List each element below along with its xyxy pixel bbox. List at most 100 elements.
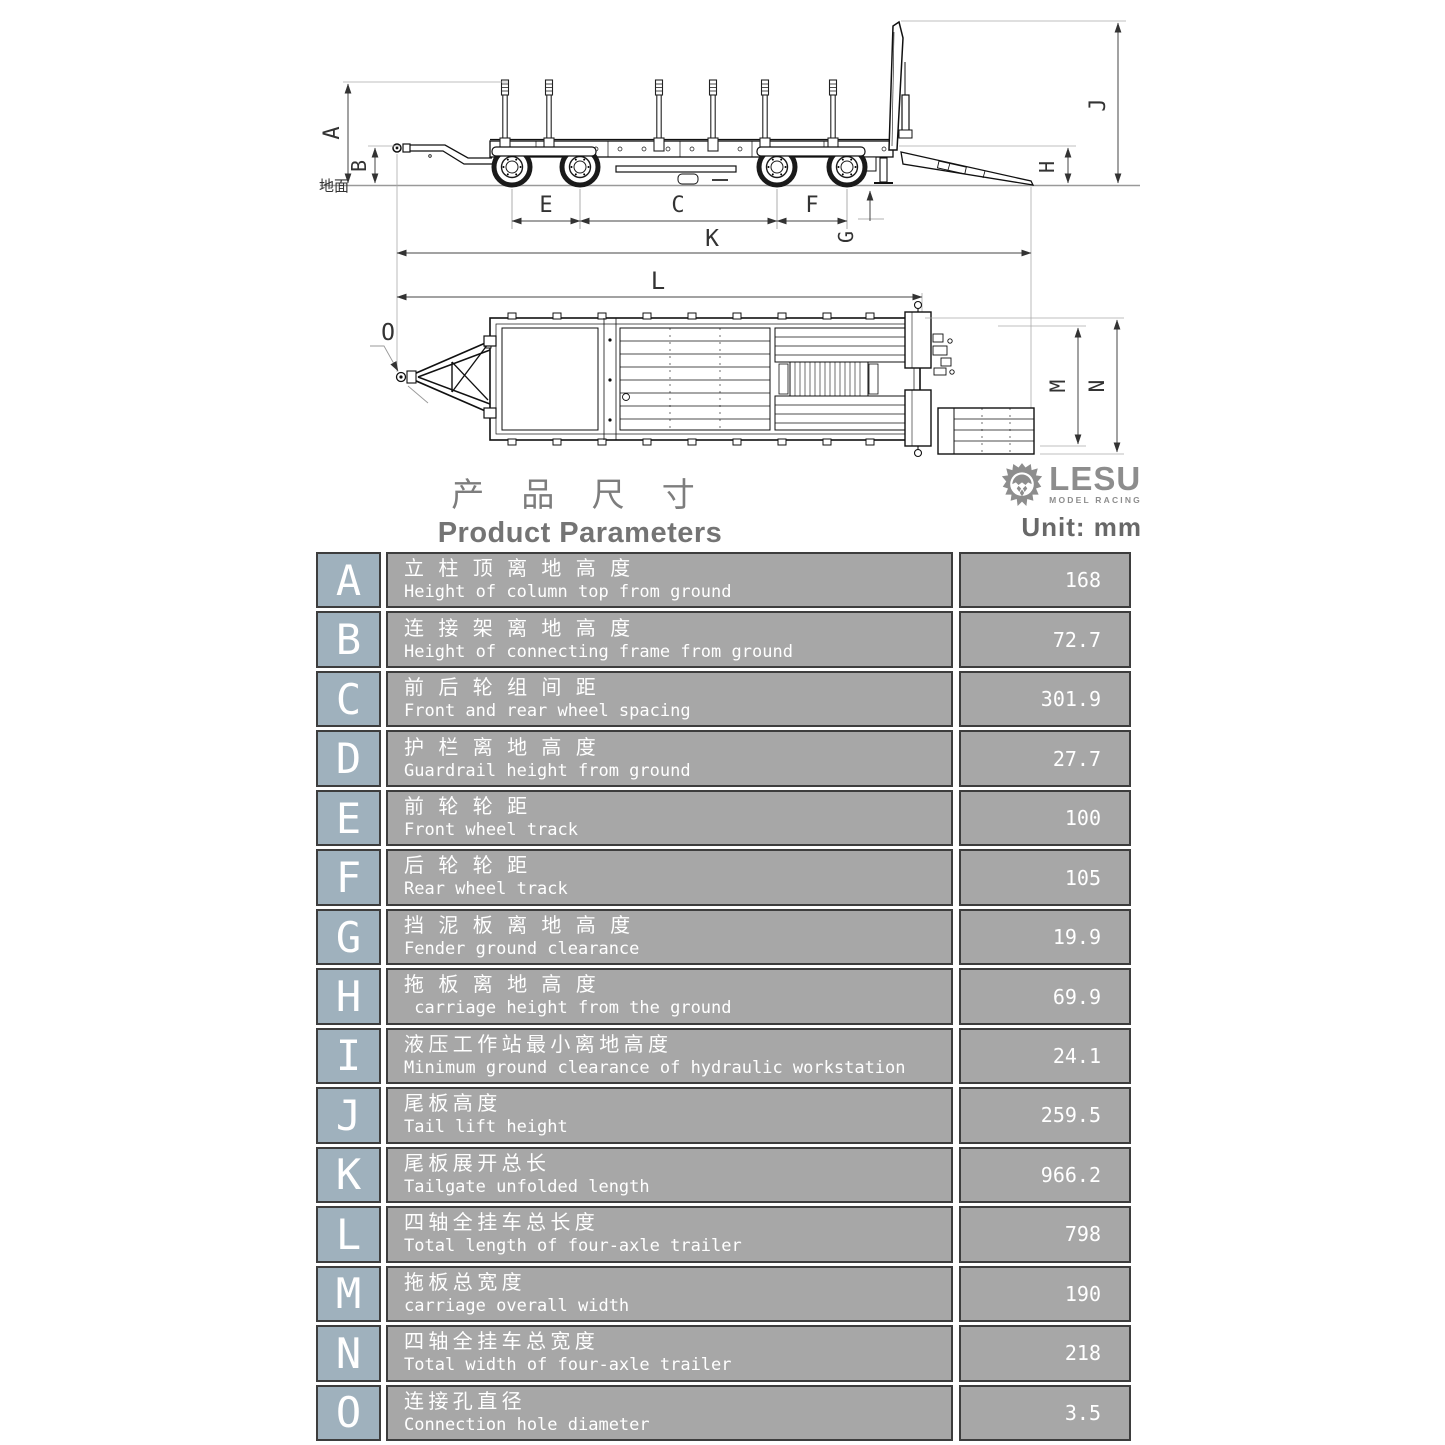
row-value: 798 xyxy=(959,1206,1131,1263)
row-label-chinese: 尾板高度 xyxy=(404,1093,502,1116)
row-key-letter: N xyxy=(316,1325,381,1382)
row-label-chinese: 前 后 轮 组 间 距 xyxy=(404,677,601,700)
dim-label-c: C xyxy=(671,193,684,218)
row-key-letter: B xyxy=(316,611,381,668)
drawbar xyxy=(392,143,492,165)
dim-B: B xyxy=(347,145,400,184)
row-label-chinese: 液压工作站最小离地高度 xyxy=(404,1033,673,1056)
row-key-letter: I xyxy=(316,1027,381,1085)
row-key-letter: H xyxy=(316,968,381,1025)
row-label-chinese: 后 轮 轮 距 xyxy=(404,855,532,878)
dim-A: A xyxy=(320,81,508,184)
row-label-chinese: 四轴全挂车总宽度 xyxy=(404,1331,600,1354)
dim-label-m: M xyxy=(1046,380,1070,393)
row-label-chinese: 拖 板 离 地 高 度 xyxy=(404,974,601,997)
tail-lift xyxy=(888,20,913,151)
row-label-chinese: 挡 泥 板 离 地 高 度 xyxy=(404,914,635,937)
dim-label-f: F xyxy=(805,193,818,218)
dim-extension-lines xyxy=(511,189,884,229)
row-label-english: Total length of four-axle trailer xyxy=(404,1236,742,1257)
row-label-english: Height of column top from ground xyxy=(404,582,732,603)
dim-O: O xyxy=(370,320,429,404)
row-label-english: carriage overall width xyxy=(404,1295,630,1316)
dim-ECF: E C F xyxy=(511,193,848,225)
row-key-letter: C xyxy=(316,670,381,728)
side-view-drawing: 地面 xyxy=(319,20,1140,410)
deck-divider xyxy=(603,318,617,440)
sheet-title: 产 品 尺 寸 Product Parameters xyxy=(400,468,760,550)
row-label-english: Total width of four-axle trailer xyxy=(404,1355,732,1376)
dim-label-e: E xyxy=(539,193,552,218)
row-key-letter: F xyxy=(316,849,381,906)
dim-G: G xyxy=(834,190,874,243)
row-value: 3.5 xyxy=(959,1384,1131,1442)
hydraulic-workstation xyxy=(778,361,879,397)
row-value: 105 xyxy=(959,849,1131,906)
dim-label-a: A xyxy=(320,126,345,139)
dim-label-g: G xyxy=(834,231,858,243)
row-label-chinese: 立 柱 顶 离 地 高 度 xyxy=(404,558,635,581)
row-label-english: Front and rear wheel spacing xyxy=(404,701,691,722)
front-deck-box xyxy=(501,327,599,431)
folded-ramp xyxy=(937,407,1035,455)
row-label-chinese: 连接孔直径 xyxy=(404,1390,526,1413)
unit-label: Unit: mm xyxy=(1021,512,1142,542)
dim-label-j: J xyxy=(1086,98,1111,111)
dim-label-k: K xyxy=(705,226,719,252)
row-label-english: Connection hole diameter xyxy=(404,1414,650,1435)
row-key-letter: K xyxy=(316,1146,381,1204)
rear-fender xyxy=(756,146,866,157)
dim-J: J xyxy=(901,20,1126,184)
row-description: 拖 板 离 地 高 度 carriage height from the gro… xyxy=(386,968,953,1025)
ground-label: 地面 xyxy=(319,178,349,195)
row-value: 259.5 xyxy=(959,1087,1131,1144)
row-label-chinese: 拖板总宽度 xyxy=(404,1271,526,1294)
row-label-chinese: 连 接 架 离 地 高 度 xyxy=(404,617,635,640)
dim-label-h: H xyxy=(1035,161,1059,173)
row-value: 168 xyxy=(959,552,1131,609)
row-label-english: Guardrail height from ground xyxy=(404,760,691,781)
planked-deck xyxy=(619,327,771,431)
trailer-technical-drawing: 地面 xyxy=(319,20,1140,458)
row-key-letter: D xyxy=(316,730,381,787)
lesu-lion-logo-icon xyxy=(1002,463,1043,506)
row-value: 69.9 xyxy=(959,968,1131,1025)
row-label-english: Tail lift height xyxy=(404,1117,568,1138)
dim-label-b: B xyxy=(347,160,371,172)
row-value: 218 xyxy=(959,1325,1131,1382)
row-key-letter: J xyxy=(316,1087,381,1144)
front-fender xyxy=(491,146,597,157)
row-value: 27.7 xyxy=(959,730,1131,787)
row-value: 966.2 xyxy=(959,1146,1131,1204)
row-key-letter: O xyxy=(316,1384,381,1442)
row-label-english: Fender ground clearance xyxy=(404,938,640,959)
row-value: 190 xyxy=(959,1265,1131,1323)
tailgate-mounts xyxy=(904,300,932,458)
row-value: 24.1 xyxy=(959,1027,1131,1085)
row-label-english: Height of connecting frame from ground xyxy=(404,641,793,662)
title-chinese: 产 品 尺 寸 xyxy=(451,476,709,513)
row-label-english: Front wheel track xyxy=(404,819,578,840)
